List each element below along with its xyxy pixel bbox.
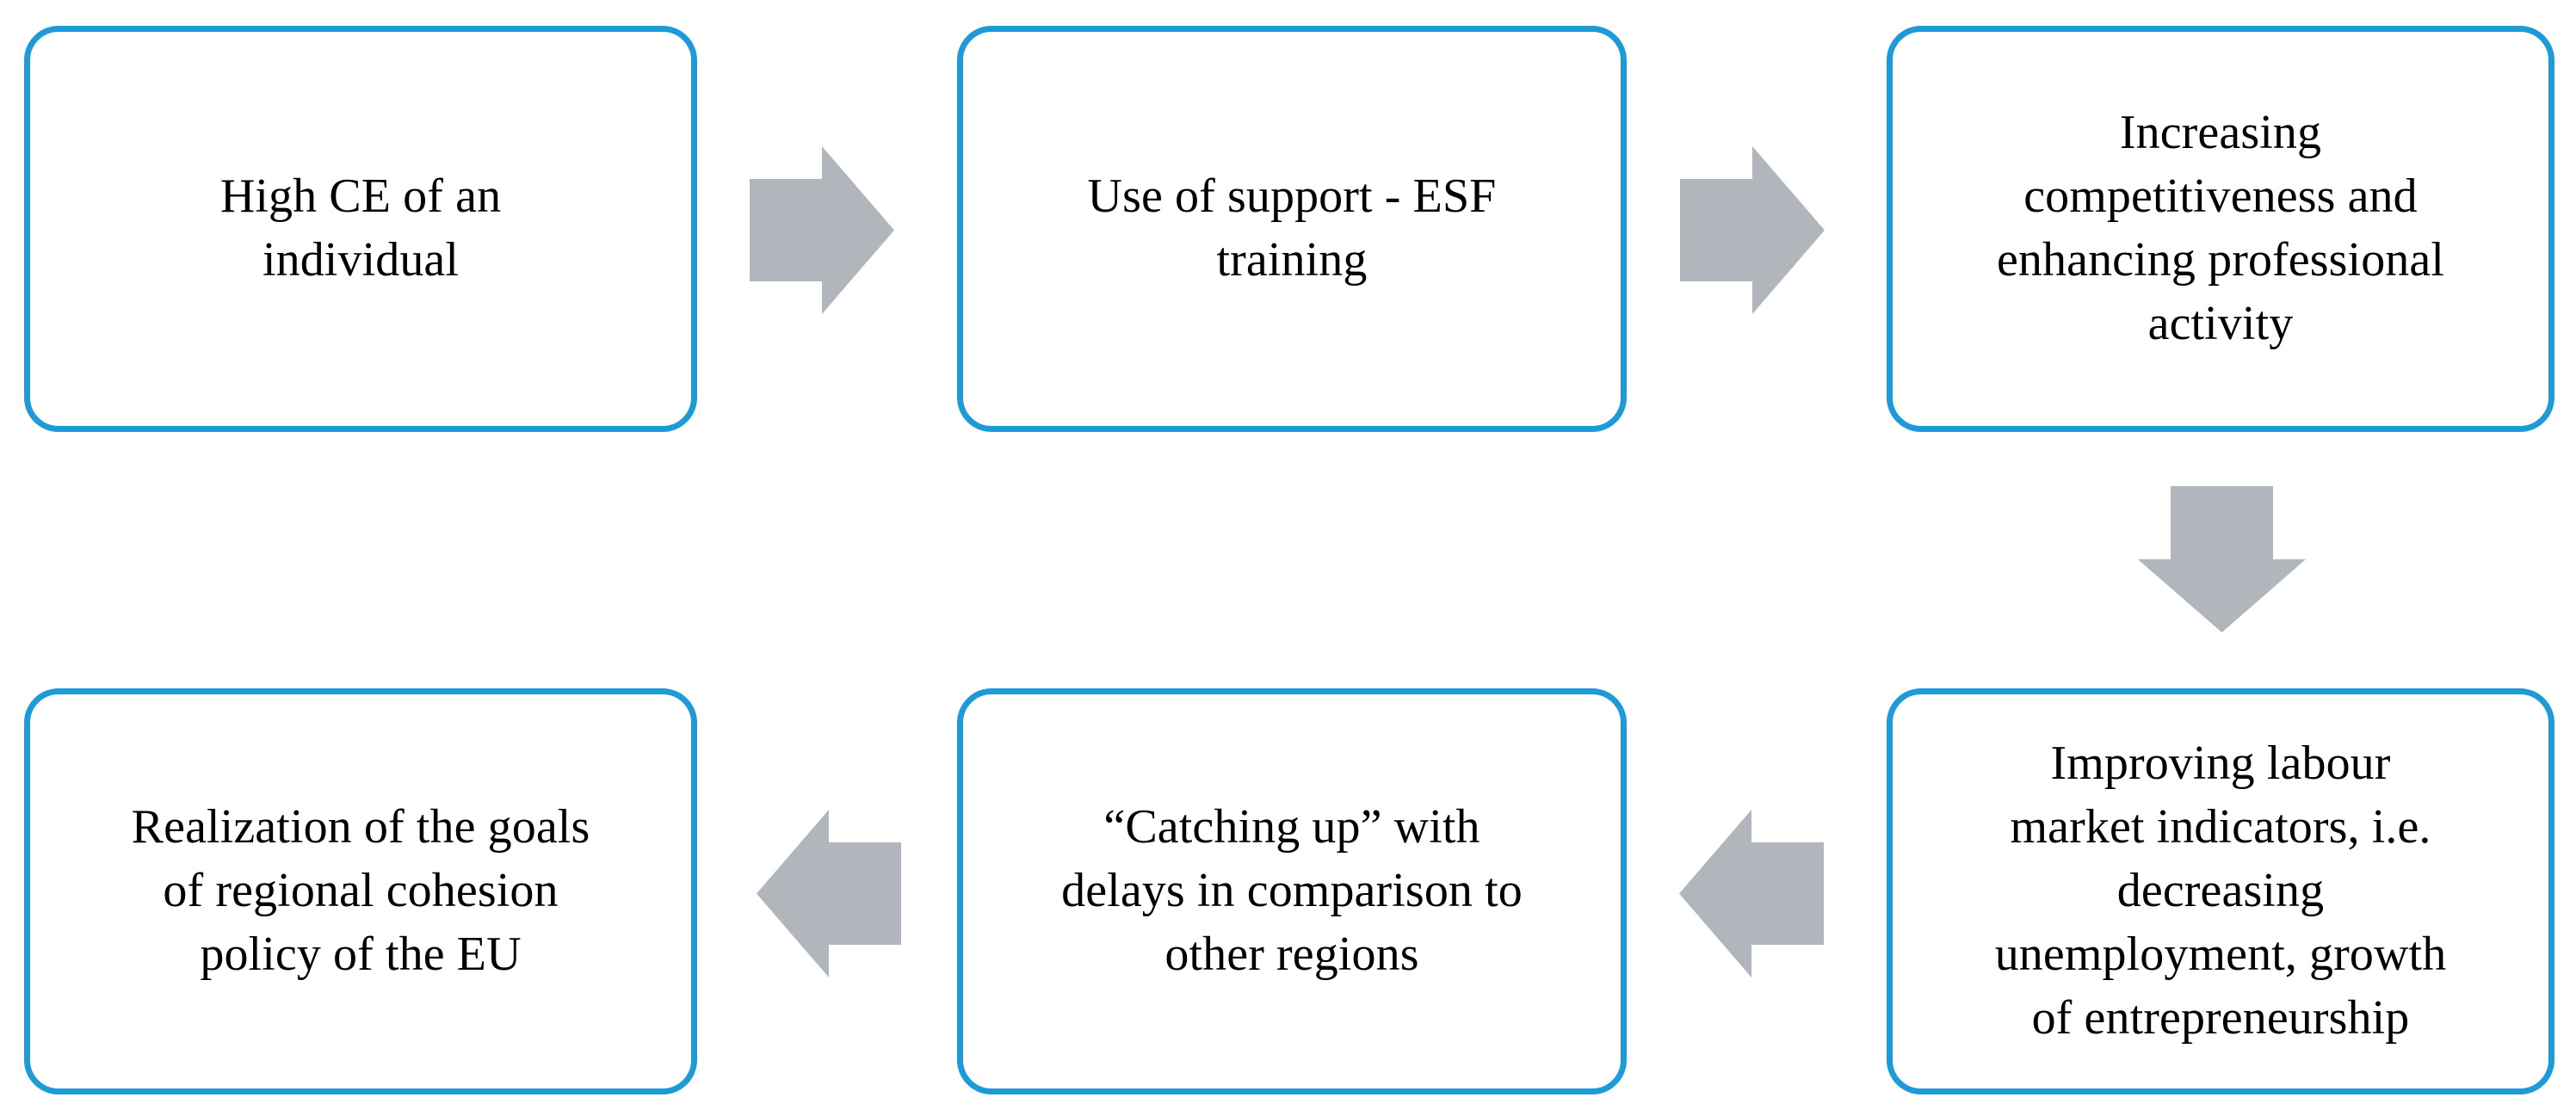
flow-node-label: Increasing competitiveness and enhancing… [1996, 106, 2445, 350]
flow-node-high-ce[interactable]: High CE of an individual [24, 26, 697, 432]
arrow-left-icon [1679, 810, 1824, 977]
flow-node-label: High CE of an individual [219, 170, 502, 287]
flow-node-realization-of-goals[interactable]: Realization of the goals of regional coh… [24, 688, 697, 1094]
flow-node-label: Realization of the goals of regional coh… [131, 800, 590, 981]
arrow-right-icon [750, 146, 894, 314]
flow-node-label: Improving labour market indicators, i.e.… [1994, 737, 2447, 1045]
flow-node-improving-labour-market[interactable]: Improving labour market indicators, i.e.… [1887, 688, 2554, 1094]
flow-node-catching-up[interactable]: “Catching up” with delays in comparison … [957, 688, 1627, 1094]
arrow-down-icon [2138, 486, 2306, 632]
flow-node-use-of-support[interactable]: Use of support - ESF training [957, 26, 1627, 432]
flow-node-increasing-competitiveness[interactable]: Increasing competitiveness and enhancing… [1887, 26, 2554, 432]
flow-node-label: “Catching up” with delays in comparison … [1061, 800, 1523, 981]
arrow-left-icon [757, 810, 901, 977]
arrow-right-icon [1680, 146, 1825, 314]
flow-node-label: Use of support - ESF training [1087, 170, 1497, 287]
